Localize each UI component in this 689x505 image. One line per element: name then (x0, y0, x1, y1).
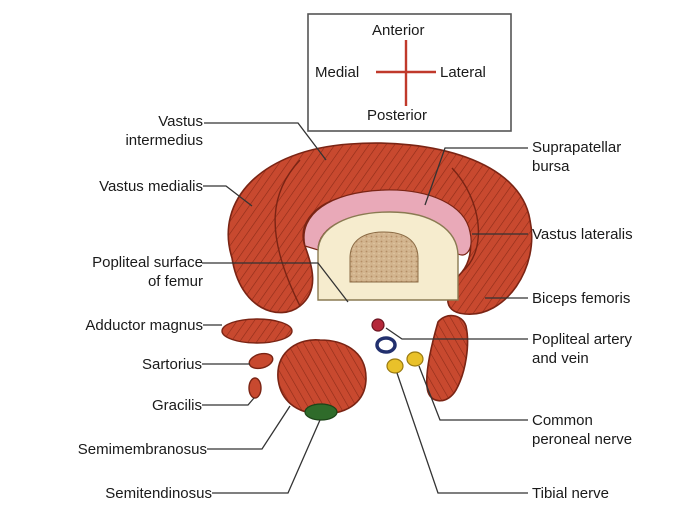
label-suprapatellar-bursa-line1: Suprapatellar (532, 138, 621, 157)
sartorius-muscle (248, 351, 275, 371)
label-popliteal-artery-vein: Popliteal artery and vein (532, 330, 632, 368)
femur-marrow (350, 232, 418, 282)
popliteal-vein (377, 338, 395, 352)
label-popliteal-surface-line2: of femur (92, 272, 203, 291)
label-vastus-intermedius-line2: intermedius (125, 131, 203, 150)
tibial-nerve (387, 359, 403, 373)
semimembranosus-muscle (278, 340, 366, 414)
label-sartorius: Sartorius (142, 355, 202, 374)
adductor-magnus-muscle (222, 319, 292, 343)
label-biceps-femoris: Biceps femoris (532, 289, 630, 308)
label-common-peroneal-nerve-line2: peroneal nerve (532, 430, 632, 449)
label-popliteal-artery-vein-line1: Popliteal artery (532, 330, 632, 349)
leader-semimembranosus (207, 406, 290, 449)
leader-tibial-nerve (397, 373, 528, 493)
gracilis-muscle (249, 378, 261, 398)
orientation-anterior-label: Anterior (372, 22, 425, 40)
label-semitendinosus: Semitendinosus (105, 484, 212, 503)
leader-gracilis (202, 398, 254, 405)
label-common-peroneal-nerve: Common peroneal nerve (532, 411, 632, 449)
label-adductor-magnus: Adductor magnus (85, 316, 203, 335)
label-suprapatellar-bursa-line2: bursa (532, 157, 621, 176)
label-semimembranosus: Semimembranosus (78, 440, 207, 459)
label-vastus-medialis: Vastus medialis (99, 177, 203, 196)
label-popliteal-artery-vein-line2: and vein (532, 349, 632, 368)
biceps-femoris-muscle (427, 316, 468, 401)
orientation-posterior-label: Posterior (367, 107, 427, 125)
label-popliteal-surface-line1: Popliteal surface (92, 253, 203, 272)
label-tibial-nerve: Tibial nerve (532, 484, 609, 503)
label-common-peroneal-nerve-line1: Common (532, 411, 632, 430)
label-popliteal-surface: Popliteal surface of femur (92, 253, 203, 291)
common-peroneal-nerve (407, 352, 423, 366)
label-vastus-intermedius-line1: Vastus (125, 112, 203, 131)
label-gracilis: Gracilis (152, 396, 202, 415)
semitendinosus-tendon (305, 404, 337, 420)
orientation-medial-label: Medial (315, 64, 359, 82)
label-suprapatellar-bursa: Suprapatellar bursa (532, 138, 621, 176)
popliteal-artery (372, 319, 384, 331)
orientation-lateral-label: Lateral (440, 64, 486, 82)
label-vastus-intermedius: Vastus intermedius (125, 112, 203, 150)
label-vastus-lateralis: Vastus lateralis (532, 225, 633, 244)
leader-semitendinosus (212, 420, 320, 493)
